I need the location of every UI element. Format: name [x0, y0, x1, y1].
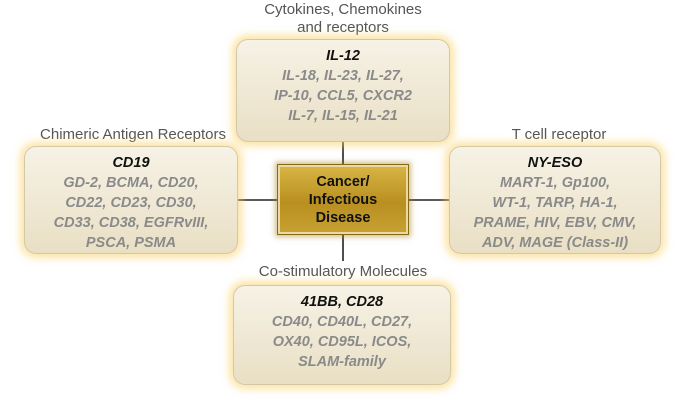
- car-item-line: GD-2, BCMA, CD20,: [63, 175, 199, 191]
- costim-title: Co-stimulatory Molecules: [258, 263, 428, 280]
- tcr-item-line: MART-1, Gp100,: [499, 175, 611, 191]
- car-title: Chimeric Antigen Receptors: [40, 126, 226, 143]
- car-lead: CD19: [112, 155, 150, 171]
- tcr-lead: NY-ESO: [527, 155, 583, 171]
- center-label-line-2: Infectious: [308, 191, 378, 208]
- tcr-item-line: PRAME, HIV, EBV, CMV,: [473, 215, 637, 231]
- cytokines-item-line: IL-7, IL-15, IL-21: [288, 108, 398, 124]
- costim-box: 41BB, CD28 CD40, CD40L, CD27, OX40, CD95…: [233, 285, 451, 385]
- tcr-item-line: ADV, MAGE (Class-II): [481, 235, 629, 251]
- costim-item-line: SLAM-family: [298, 354, 386, 370]
- center-label-line-1: Cancer/: [316, 173, 370, 190]
- cytokines-lead: IL-12: [326, 48, 360, 64]
- car-item-line: CD22, CD23, CD30,: [65, 195, 197, 211]
- tcr-box: NY-ESO MART-1, Gp100, WT-1, TARP, HA-1, …: [449, 146, 661, 254]
- costim-lead: 41BB, CD28: [300, 294, 384, 310]
- costim-item-line: CD40, CD40L, CD27,: [271, 314, 413, 330]
- car-item-line: CD33, CD38, EGFRvIII,: [53, 215, 209, 231]
- tcr-title: T cell receptor: [511, 126, 607, 143]
- cytokines-title-line-1: Cytokines, Chemokines: [264, 1, 422, 18]
- center-label-line-3: Disease: [315, 209, 371, 226]
- cytokines-title-line-2: and receptors: [297, 19, 389, 36]
- cancer-infectious-disease-box: Cancer/ Infectious Disease: [277, 164, 409, 235]
- cytokines-item-line: IL-18, IL-23, IL-27,: [282, 68, 404, 84]
- car-box: CD19 GD-2, BCMA, CD20, CD22, CD23, CD30,…: [24, 146, 238, 254]
- cytokines-item-line: IP-10, CCL5, CXCR2: [274, 88, 412, 104]
- tcr-item-line: WT-1, TARP, HA-1,: [492, 195, 618, 211]
- cytokines-box: IL-12 IL-18, IL-23, IL-27, IP-10, CCL5, …: [236, 39, 450, 142]
- costim-item-line: OX40, CD95L, ICOS,: [272, 334, 412, 350]
- car-item-line: PSCA, PSMA: [85, 235, 177, 251]
- cytokines-title: Cytokines, Chemokines and receptors: [243, 1, 443, 37]
